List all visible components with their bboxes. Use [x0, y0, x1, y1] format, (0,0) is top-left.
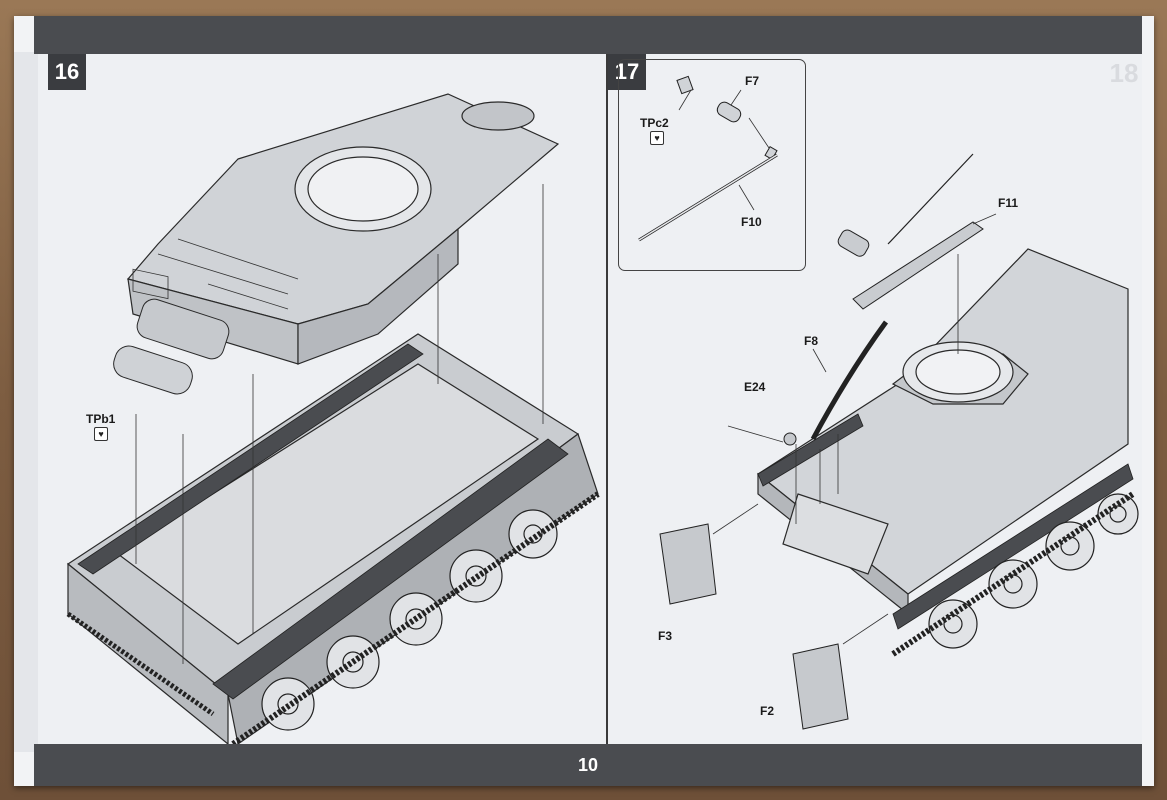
- part-label-f2: F2: [760, 704, 775, 718]
- part-label-tpb1: TPb1: [86, 412, 116, 426]
- top-bar: [34, 16, 1142, 54]
- part-label-e24: E24: [744, 380, 766, 394]
- previous-page-edge: [14, 52, 39, 752]
- tape-icon: ♥: [650, 131, 664, 145]
- instruction-booklet: 16: [14, 16, 1154, 786]
- bottom-bar: 10: [34, 744, 1142, 786]
- antenna-subassembly-diagram: [638, 75, 778, 242]
- subassembly-inset: F7 TPc2 ♥ F10: [618, 59, 806, 271]
- part-label-f11: F11: [998, 196, 1019, 210]
- step-16-page: 16: [38, 54, 606, 744]
- part-label-tpc2: TPc2: [640, 116, 669, 130]
- hull-front-assembly-diagram: [659, 153, 1139, 730]
- next-step-ghost-number: 18: [1109, 57, 1139, 88]
- part-label-f3: F3: [658, 629, 673, 643]
- part-label-f10: F10: [741, 215, 762, 229]
- part-label-f7: F7: [745, 74, 760, 88]
- page-number: 10: [577, 754, 599, 775]
- tape-icon: ♥: [94, 427, 108, 441]
- step-number: 16: [48, 54, 86, 90]
- page-divider: [606, 54, 608, 744]
- step-number: 17: [608, 54, 646, 90]
- hull-assembly-diagram: [66, 93, 600, 744]
- part-label-f8: F8: [804, 334, 819, 348]
- step-17-page: 17 18 F7 TPc2 ♥ F10: [608, 54, 1142, 744]
